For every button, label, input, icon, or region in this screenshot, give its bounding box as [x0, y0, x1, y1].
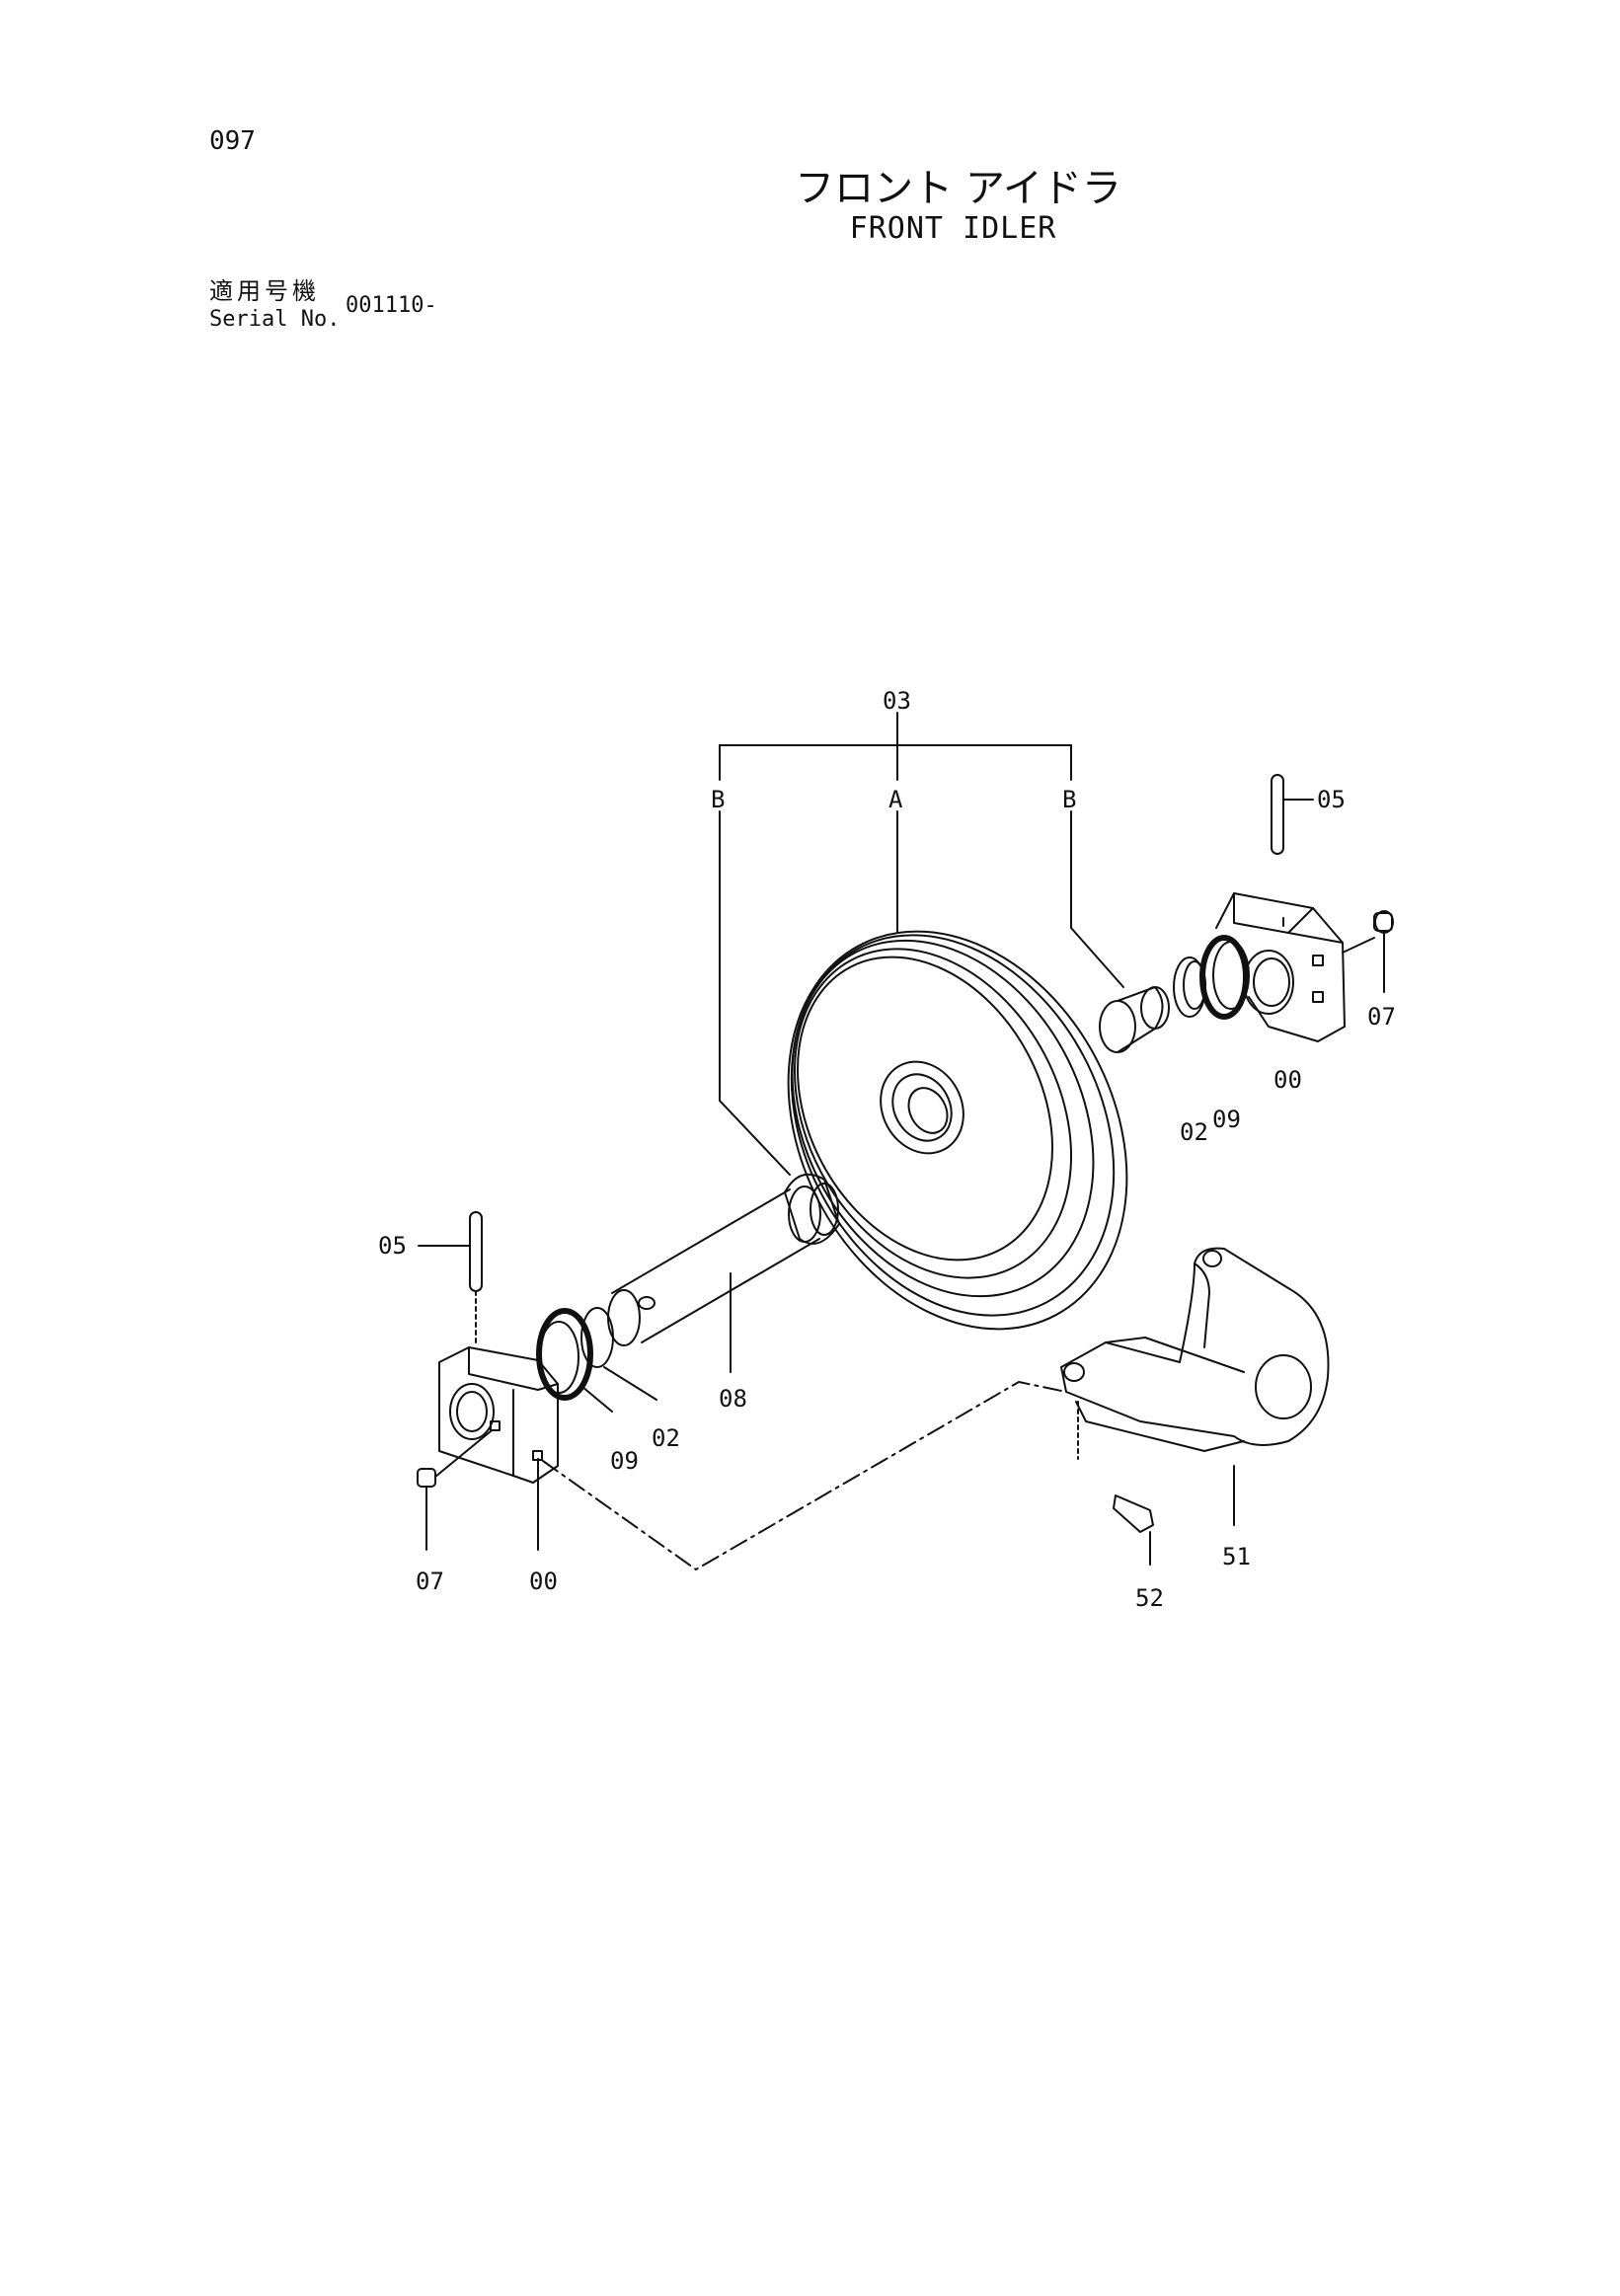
shaft-08 — [607, 1186, 821, 1373]
title-japanese: フロント アイドラ — [795, 166, 1121, 211]
callout-09-right: 09 — [1212, 1106, 1241, 1133]
serial-label-japanese: 適用号機 — [209, 277, 320, 305]
callout-03: 03 — [883, 687, 911, 715]
callout-51: 51 — [1222, 1543, 1251, 1570]
callout-B-right: B — [1062, 786, 1076, 813]
callout-05-left: 05 — [378, 1232, 407, 1260]
callout-00-right: 00 — [1273, 1066, 1302, 1094]
plug-right-07 — [1342, 910, 1394, 993]
serial-label-english: Serial No. — [209, 307, 341, 332]
callout-00-left: 00 — [529, 1568, 558, 1595]
idler-wheel — [787, 930, 1128, 1331]
callout-A: A — [888, 786, 903, 813]
floating-seal-left-09 — [536, 1308, 613, 1413]
pin-right-05 — [1271, 774, 1314, 855]
page-number: 097 — [209, 126, 256, 156]
callout-08: 08 — [719, 1385, 747, 1413]
callout-02-right: 02 — [1180, 1118, 1208, 1146]
support-block-right-00 — [1215, 892, 1346, 1042]
yoke-bracket-51 — [1060, 1247, 1330, 1526]
leader-03-bracket — [719, 712, 1124, 1176]
assembly-dashed-line — [542, 1381, 1067, 1570]
title-english: FRONT IDLER — [849, 211, 1057, 246]
floating-seal-right-09 — [1199, 935, 1250, 1020]
pin-left-05 — [418, 1211, 483, 1343]
callout-02-left: 02 — [652, 1424, 680, 1452]
bushing-left — [784, 1173, 840, 1245]
callout-07-left: 07 — [416, 1568, 444, 1595]
callout-52: 52 — [1135, 1584, 1164, 1612]
seal-ring-left-02 — [580, 1307, 614, 1368]
callout-05-right: 05 — [1317, 786, 1346, 813]
callout-09-left: 09 — [610, 1447, 639, 1475]
bushing-right — [1099, 986, 1170, 1053]
support-block-left-00 — [438, 1346, 559, 1551]
bolt-52 — [1077, 1401, 1154, 1566]
plug-left-07 — [417, 1430, 492, 1551]
serial-number-value: 001110- — [346, 293, 437, 318]
callout-07-right: 07 — [1367, 1003, 1396, 1031]
callout-B-left: B — [711, 786, 725, 813]
